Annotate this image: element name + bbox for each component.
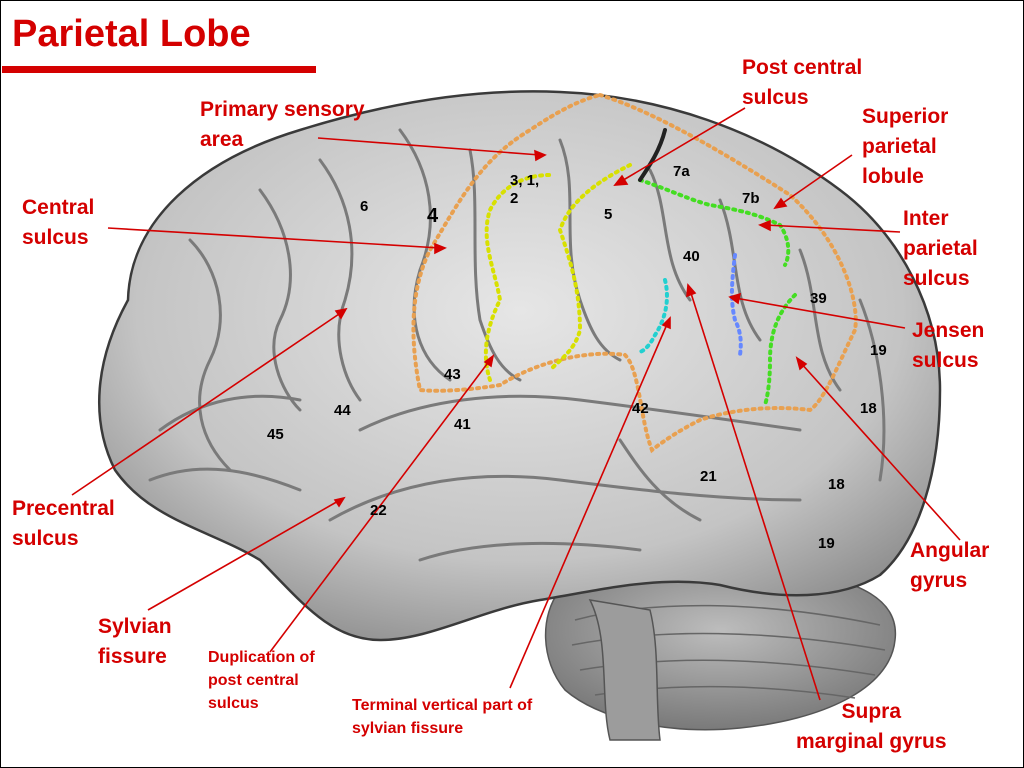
central-sulcus-line <box>483 173 552 382</box>
label-sylvian-fissure: Sylvian fissure <box>98 615 172 668</box>
area-number-7b: 7b <box>742 190 760 207</box>
area-number-39: 39 <box>810 290 827 307</box>
brainstem <box>588 599 661 741</box>
page-title: Parietal Lobe <box>12 13 251 55</box>
area-number-4: 4 <box>427 205 439 227</box>
label-jensen-sulcus: Jensen sulcus <box>912 319 985 372</box>
area-number-42: 42 <box>632 400 649 417</box>
intraparietal-sulcus-line <box>638 178 791 267</box>
area-number-18-lower: 18 <box>828 476 845 493</box>
area-number-22: 22 <box>370 502 387 519</box>
area-number-40: 40 <box>683 248 700 265</box>
area-number-5: 5 <box>604 206 613 223</box>
pointer-lines <box>71 107 961 701</box>
area-number-43: 43 <box>444 366 461 383</box>
parietal-boundary <box>411 92 858 454</box>
label-precentral-sulcus: Precentral sulcus <box>12 497 115 550</box>
area-number-7a: 7a <box>673 163 690 180</box>
area-number-19-lower: 19 <box>818 535 835 552</box>
label-angular-gyrus: Angular gyrus <box>910 539 990 592</box>
jensen-sulcus-line <box>729 253 743 357</box>
label-inter-parietal-sulcus: Inter parietal sulcus <box>903 207 978 290</box>
area-number-6: 6 <box>360 198 369 215</box>
dark-sulcus-line <box>638 128 667 182</box>
area-number-21: 21 <box>700 468 717 485</box>
area-number-45: 45 <box>267 426 284 443</box>
intraparietal-descending-line <box>763 293 797 407</box>
label-supra-marginal-gyrus: Supra marginal gyrus <box>796 700 947 753</box>
area-number-18-upper: 18 <box>860 400 877 417</box>
label-superior-parietal-lobule: Superior parietal lobule <box>862 105 949 188</box>
title-underline <box>2 66 316 73</box>
area-number-3-1-2: 3, 1, 2 <box>510 172 540 207</box>
area-number-41: 41 <box>454 416 471 433</box>
label-primary-sensory-area: Primary sensory area <box>200 98 365 151</box>
area-number-19-upper: 19 <box>870 342 887 359</box>
cyan-sulcus-line <box>638 278 669 354</box>
label-duplication-post-central-sulcus: Duplication of post central sulcus <box>208 649 315 712</box>
area-number-44: 44 <box>334 402 351 419</box>
label-post-central-sulcus: Post central sulcus <box>742 56 863 109</box>
label-terminal-vertical-sylvian: Terminal vertical part of sylvian fissur… <box>352 697 533 737</box>
postcentral-sulcus-line <box>548 163 632 372</box>
label-central-sulcus: Central sulcus <box>22 196 95 249</box>
